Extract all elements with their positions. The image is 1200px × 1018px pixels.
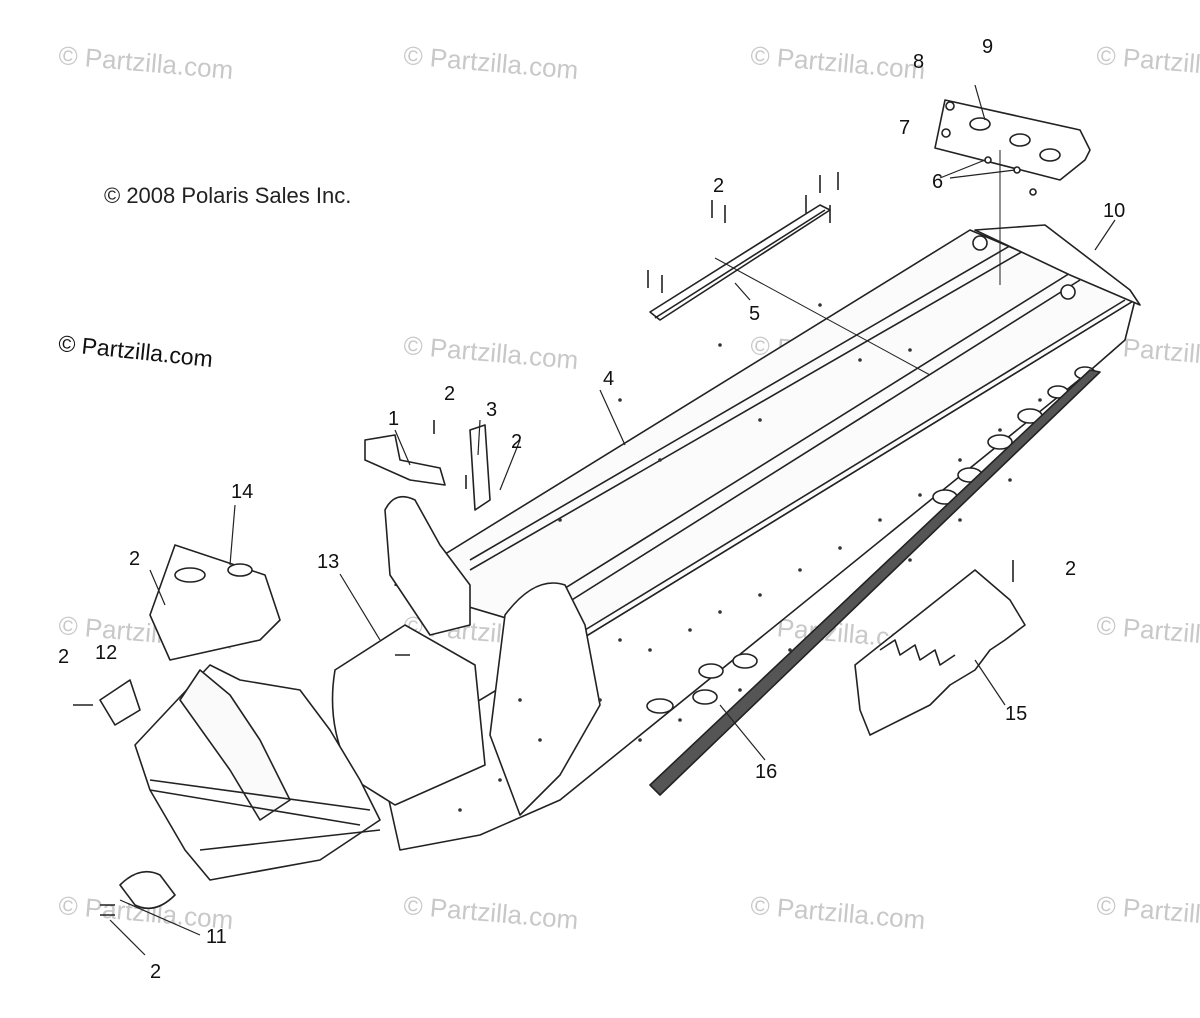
rail-part-5[interactable] bbox=[649, 204, 931, 376]
bracket-part-3[interactable] bbox=[469, 424, 491, 511]
callout-14: 14 bbox=[231, 481, 253, 503]
side-strip-part-16[interactable] bbox=[649, 369, 1101, 796]
front-frame-assembly[interactable] bbox=[134, 664, 381, 881]
clip-part-12[interactable] bbox=[99, 679, 141, 726]
callout-11: 11 bbox=[206, 926, 227, 948]
callout-3: 3 bbox=[486, 399, 497, 421]
callout-2: 2 bbox=[150, 961, 161, 983]
callout-1: 1 bbox=[388, 408, 399, 430]
callout-12: 12 bbox=[95, 642, 117, 664]
callout-15: 15 bbox=[1005, 703, 1027, 725]
callout-2: 2 bbox=[444, 383, 455, 405]
callout-9: 9 bbox=[982, 36, 993, 58]
callout-2: 2 bbox=[511, 431, 522, 453]
tunnel-assembly[interactable] bbox=[331, 224, 1141, 851]
bracket-part-9[interactable] bbox=[934, 99, 1091, 285]
callout-2: 2 bbox=[58, 646, 69, 668]
bracket-part-15[interactable] bbox=[854, 569, 1026, 736]
callout-2: 2 bbox=[129, 548, 140, 570]
plate-part-11[interactable] bbox=[119, 870, 176, 910]
callout-2: 2 bbox=[713, 175, 724, 197]
callout-13: 13 bbox=[317, 551, 339, 573]
fasteners bbox=[73, 101, 1037, 916]
bracket-part-14[interactable] bbox=[149, 544, 281, 661]
callout-4: 4 bbox=[603, 368, 614, 390]
callout-7: 7 bbox=[899, 117, 910, 139]
callout-8: 8 bbox=[913, 51, 924, 73]
callout-6: 6 bbox=[932, 171, 943, 193]
callout-16: 16 bbox=[755, 761, 777, 783]
copyright-text: © 2008 Polaris Sales Inc. bbox=[104, 183, 352, 208]
bracket-part-1[interactable] bbox=[364, 434, 446, 486]
callout-2: 2 bbox=[1065, 558, 1076, 580]
callout-5: 5 bbox=[749, 303, 760, 325]
leader-lines bbox=[109, 84, 1116, 956]
callout-10: 10 bbox=[1103, 200, 1125, 222]
